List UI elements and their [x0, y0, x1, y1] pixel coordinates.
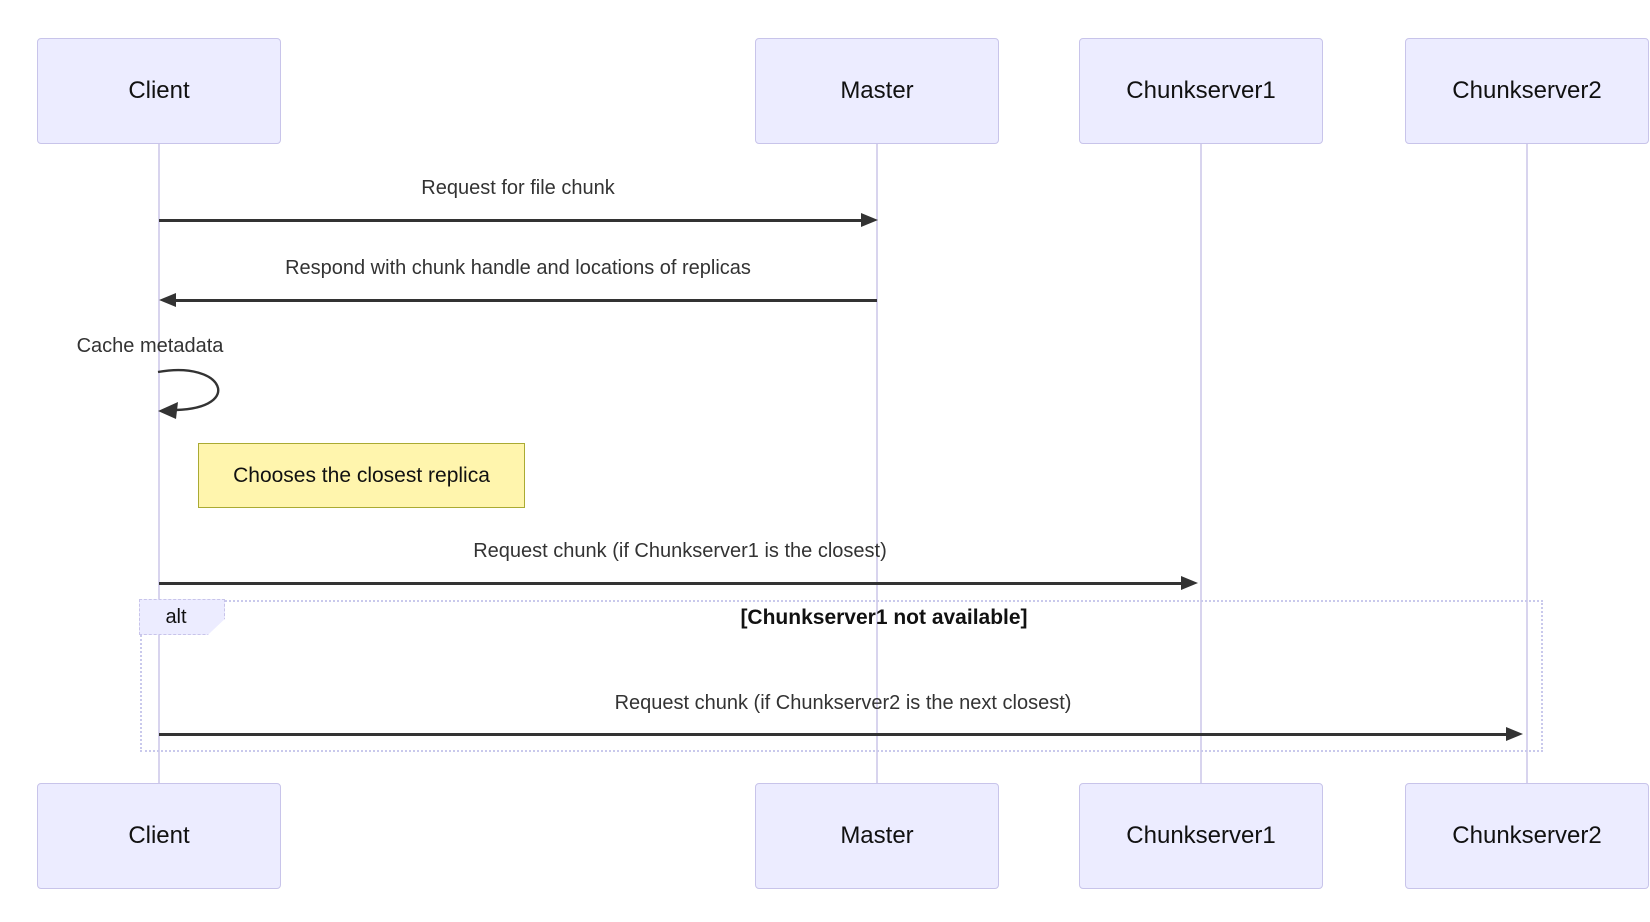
actor-chunkserver1-top: Chunkserver1 — [1079, 38, 1323, 144]
arrow-request-chunk-cs2 — [159, 733, 1506, 736]
actor-chunkserver2-bottom: Chunkserver2 — [1405, 783, 1649, 889]
arrow-respond-locations — [175, 299, 877, 302]
actor-chunkserver1-bottom: Chunkserver1 — [1079, 783, 1323, 889]
message-request-chunk-cs2: Request chunk (if Chunkserver2 is the ne… — [614, 692, 1072, 714]
alt-label: alt — [139, 599, 225, 635]
actor-label: Chunkserver1 — [1126, 822, 1276, 849]
arrowhead-right-icon — [1506, 727, 1523, 741]
alt-condition: [Chunkserver1 not available] — [740, 606, 1028, 629]
arrowhead-left-icon — [159, 293, 176, 307]
actor-label: Chunkserver2 — [1452, 77, 1602, 104]
actor-chunkserver2-top: Chunkserver2 — [1405, 38, 1649, 144]
lifeline-client — [158, 144, 160, 783]
actor-master-top: Master — [755, 38, 999, 144]
lifeline-chunkserver1 — [1200, 144, 1202, 783]
arrowhead-right-icon — [861, 213, 878, 227]
message-cache-metadata: Cache metadata — [76, 335, 224, 357]
alt-label-text: alt — [165, 605, 187, 628]
actor-client-top: Client — [37, 38, 281, 144]
lifeline-master — [876, 144, 878, 783]
note-chooses-replica: Chooses the closest replica — [198, 443, 525, 508]
actor-master-bottom: Master — [755, 783, 999, 889]
actor-label: Chunkserver1 — [1126, 77, 1276, 104]
message-request-chunk-cs1: Request chunk (if Chunkserver1 is the cl… — [473, 540, 887, 562]
arrow-request-chunk-cs1 — [159, 582, 1181, 585]
actor-label: Client — [128, 77, 190, 104]
message-respond-locations: Respond with chunk handle and locations … — [285, 257, 751, 279]
note-text: Chooses the closest replica — [233, 463, 490, 487]
message-request-file-chunk: Request for file chunk — [421, 177, 615, 199]
arrow-request-file-chunk — [159, 219, 862, 222]
lifeline-chunkserver2 — [1526, 144, 1528, 783]
actor-label: Master — [840, 77, 914, 104]
arrowhead-right-icon — [1181, 576, 1198, 590]
actor-label: Client — [128, 822, 190, 849]
actor-client-bottom: Client — [37, 783, 281, 889]
self-loop-arrow-icon — [157, 369, 220, 419]
actor-label: Master — [840, 822, 914, 849]
alt-frame — [140, 600, 1543, 752]
actor-label: Chunkserver2 — [1452, 822, 1602, 849]
